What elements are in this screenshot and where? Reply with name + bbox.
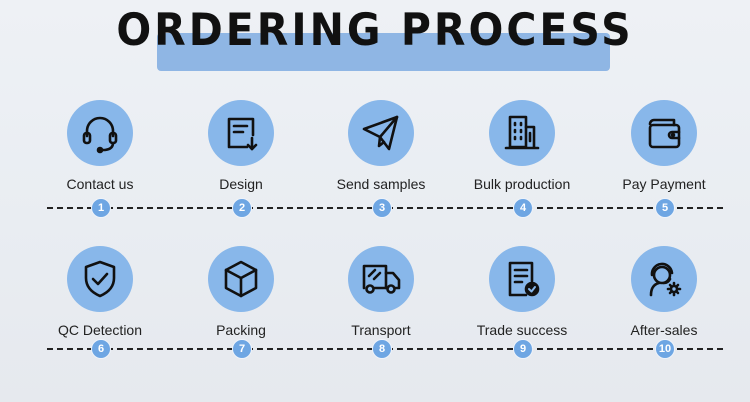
step-number-badge: 5	[655, 198, 675, 218]
step-icon-circle	[67, 100, 133, 166]
process-row-2: QC Detection Packing Transport	[0, 246, 750, 386]
step-icon-circle	[631, 246, 697, 312]
step-bulk-production: Bulk production	[447, 100, 597, 192]
factory-building-icon	[504, 115, 540, 150]
step-label: After-sales	[630, 322, 698, 338]
support-agent-icon	[649, 262, 682, 297]
box-icon	[224, 260, 258, 298]
step-label: Contact us	[66, 176, 134, 192]
step-number-badge: 9	[513, 339, 533, 359]
paper-plane-icon	[362, 115, 399, 151]
step-number-badge: 7	[232, 339, 252, 359]
step-icon-circle	[208, 246, 274, 312]
process-row-1: Contact us Design Send samples	[0, 100, 750, 240]
step-label: Transport	[351, 322, 411, 338]
step-after-sales: After-sales	[589, 246, 739, 338]
step-pay-payment: Pay Payment	[589, 100, 739, 192]
step-number-badge: 1	[91, 198, 111, 218]
step-icon-circle	[348, 100, 414, 166]
step-number-badge: 2	[232, 198, 252, 218]
step-icon-circle	[489, 100, 555, 166]
step-icon-circle	[489, 246, 555, 312]
document-check-icon	[508, 261, 540, 297]
step-icon-circle	[348, 246, 414, 312]
step-packing: Packing	[166, 246, 316, 338]
shield-check-icon	[84, 260, 116, 298]
step-label: Bulk production	[473, 176, 571, 192]
step-label: Design	[219, 176, 263, 192]
step-label: Send samples	[336, 176, 426, 192]
truck-icon	[362, 264, 401, 294]
step-icon-circle	[631, 100, 697, 166]
step-design: Design	[166, 100, 316, 192]
step-qc-detection: QC Detection	[25, 246, 175, 338]
step-trade-success: Trade success	[447, 246, 597, 338]
step-send-samples: Send samples	[306, 100, 456, 192]
step-label: Trade success	[476, 322, 568, 338]
step-icon-circle	[67, 246, 133, 312]
step-label: QC Detection	[57, 322, 143, 338]
step-icon-circle	[208, 100, 274, 166]
step-transport: Transport	[306, 246, 456, 338]
page-title: ORDERING PROCESS	[116, 4, 634, 56]
title-highlight-band	[157, 33, 610, 71]
step-number-badge: 10	[655, 339, 675, 359]
step-number-badge: 4	[513, 198, 533, 218]
document-download-icon	[227, 117, 258, 151]
step-contact-us: Contact us	[25, 100, 175, 192]
step-number-badge: 6	[91, 339, 111, 359]
step-number-badge: 8	[372, 339, 392, 359]
step-number-badge: 3	[372, 198, 392, 218]
step-label: Pay Payment	[622, 176, 706, 192]
headset-icon	[82, 116, 118, 154]
wallet-icon	[648, 118, 681, 149]
step-label: Packing	[216, 322, 266, 338]
